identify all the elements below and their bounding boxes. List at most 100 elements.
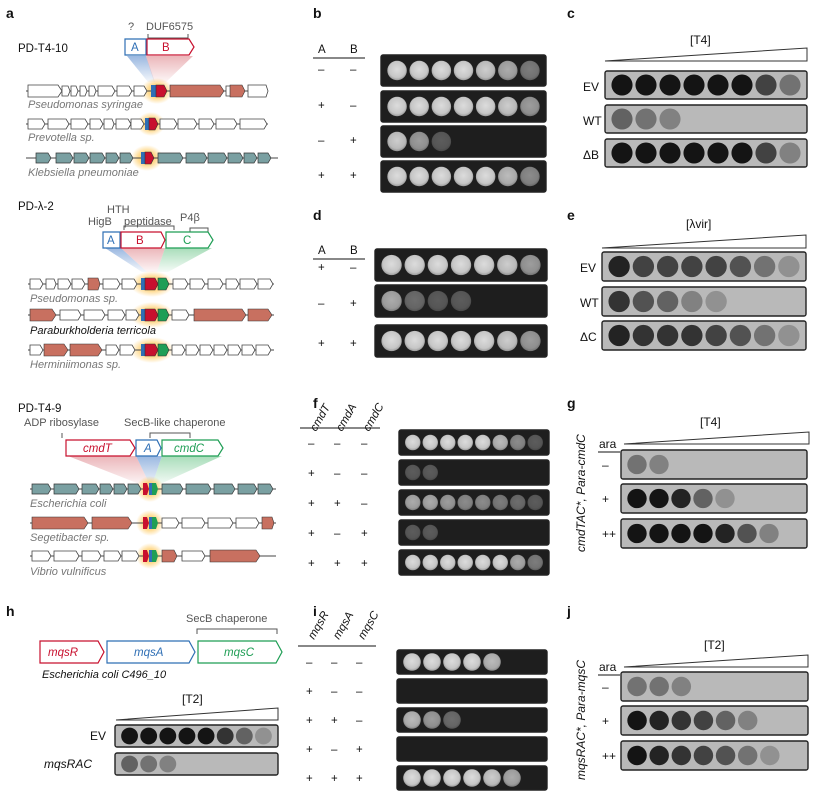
row-sign: + — [306, 686, 313, 698]
spot — [450, 290, 472, 312]
spot — [611, 74, 633, 96]
spot — [693, 710, 714, 731]
spot — [159, 727, 177, 745]
panel-a-system-1: PD-T4-10 ? DUF6575 A B Pseudomonas syrin… — [18, 21, 278, 179]
row-sign: – — [356, 686, 363, 698]
phage-label: [λvir] — [686, 217, 711, 231]
plate-background — [396, 678, 548, 704]
spot — [457, 554, 473, 571]
organism-label: Escherichia coli C496_10 — [42, 669, 167, 681]
plate-background — [398, 459, 550, 486]
spot — [510, 554, 526, 571]
ara-label: ara — [599, 660, 617, 674]
plate-background — [114, 752, 279, 776]
spot — [431, 96, 452, 117]
spot — [753, 324, 776, 347]
plate-strip — [620, 518, 808, 549]
plate-strip — [380, 54, 547, 87]
spot — [681, 324, 703, 347]
column-header: B — [350, 44, 358, 56]
domain-label: HigB — [88, 216, 112, 228]
panel-label-g: g — [567, 395, 576, 411]
spot — [431, 131, 452, 152]
plate-background — [620, 483, 808, 514]
spot — [527, 554, 543, 571]
row-sign: + — [308, 528, 315, 540]
panel-label-d: d — [313, 207, 322, 223]
spot — [693, 523, 713, 544]
spot — [715, 745, 736, 766]
panel-label-i: i — [313, 603, 317, 619]
spot — [450, 330, 472, 352]
spot — [715, 523, 735, 544]
plate-background — [620, 449, 808, 480]
row-label: + — [602, 492, 609, 506]
row-label: + — [602, 714, 609, 728]
spot — [387, 96, 407, 117]
row-sign: – — [334, 528, 341, 540]
spot — [422, 554, 438, 571]
row-label: EV — [583, 80, 599, 94]
spot — [404, 290, 425, 312]
spot — [683, 142, 705, 164]
plate-strip — [396, 707, 548, 733]
row-sign: + — [331, 715, 338, 727]
plate-strip — [620, 483, 808, 514]
panel-label-h: h — [6, 603, 15, 619]
row-sign: + — [318, 100, 325, 112]
panel-label-c: c — [567, 5, 575, 21]
spot — [635, 74, 657, 96]
spot — [422, 494, 438, 511]
row-sign: + — [306, 715, 313, 727]
spot — [159, 755, 177, 773]
spot — [423, 653, 441, 671]
spot — [178, 727, 196, 745]
row-sign: – — [331, 686, 338, 698]
spot — [520, 166, 540, 187]
system-name: PD-λ-2 — [18, 201, 54, 213]
spot — [381, 254, 402, 276]
row-sign: – — [350, 262, 357, 274]
dilution-wedge — [601, 234, 807, 249]
spot — [715, 710, 736, 731]
plate-strip — [398, 549, 550, 576]
row-sign: – — [350, 64, 357, 76]
row-sign: – — [306, 657, 313, 669]
row-sign: + — [318, 338, 325, 350]
gene-label: A — [131, 42, 139, 54]
spot — [475, 166, 496, 187]
spot — [440, 434, 456, 451]
phage-label: [T2] — [704, 638, 725, 652]
spot — [683, 74, 705, 96]
plate-strip — [601, 251, 807, 282]
spot — [659, 108, 681, 130]
spot — [755, 74, 777, 96]
spot — [707, 74, 729, 96]
plate-strip — [380, 90, 547, 123]
plate-strip — [396, 649, 548, 675]
dilution-wedge — [623, 431, 810, 445]
dilution-wedge — [623, 654, 809, 668]
domain-label: peptidase — [124, 216, 172, 228]
plate-background — [620, 518, 808, 549]
plate-strip — [601, 286, 807, 317]
panel-label-b: b — [313, 5, 322, 21]
spot — [671, 710, 692, 731]
side-label: mqsRAC*, Para-mqsC — [574, 660, 588, 780]
panel-label-j: j — [566, 603, 571, 619]
plate-strip — [374, 324, 548, 358]
organism-label: Vibrio vulnificus — [30, 566, 107, 578]
spot — [405, 434, 421, 451]
system-name: PD-T4-9 — [18, 403, 61, 415]
spot — [627, 454, 647, 475]
row-sign: + — [331, 773, 338, 785]
organism-label: Klebsiella pneumoniae — [28, 167, 139, 179]
spot — [422, 464, 438, 481]
spot — [235, 727, 253, 745]
row-sign: + — [308, 468, 315, 480]
row-sign: + — [308, 498, 315, 510]
spot — [404, 330, 425, 352]
spot — [649, 710, 669, 731]
